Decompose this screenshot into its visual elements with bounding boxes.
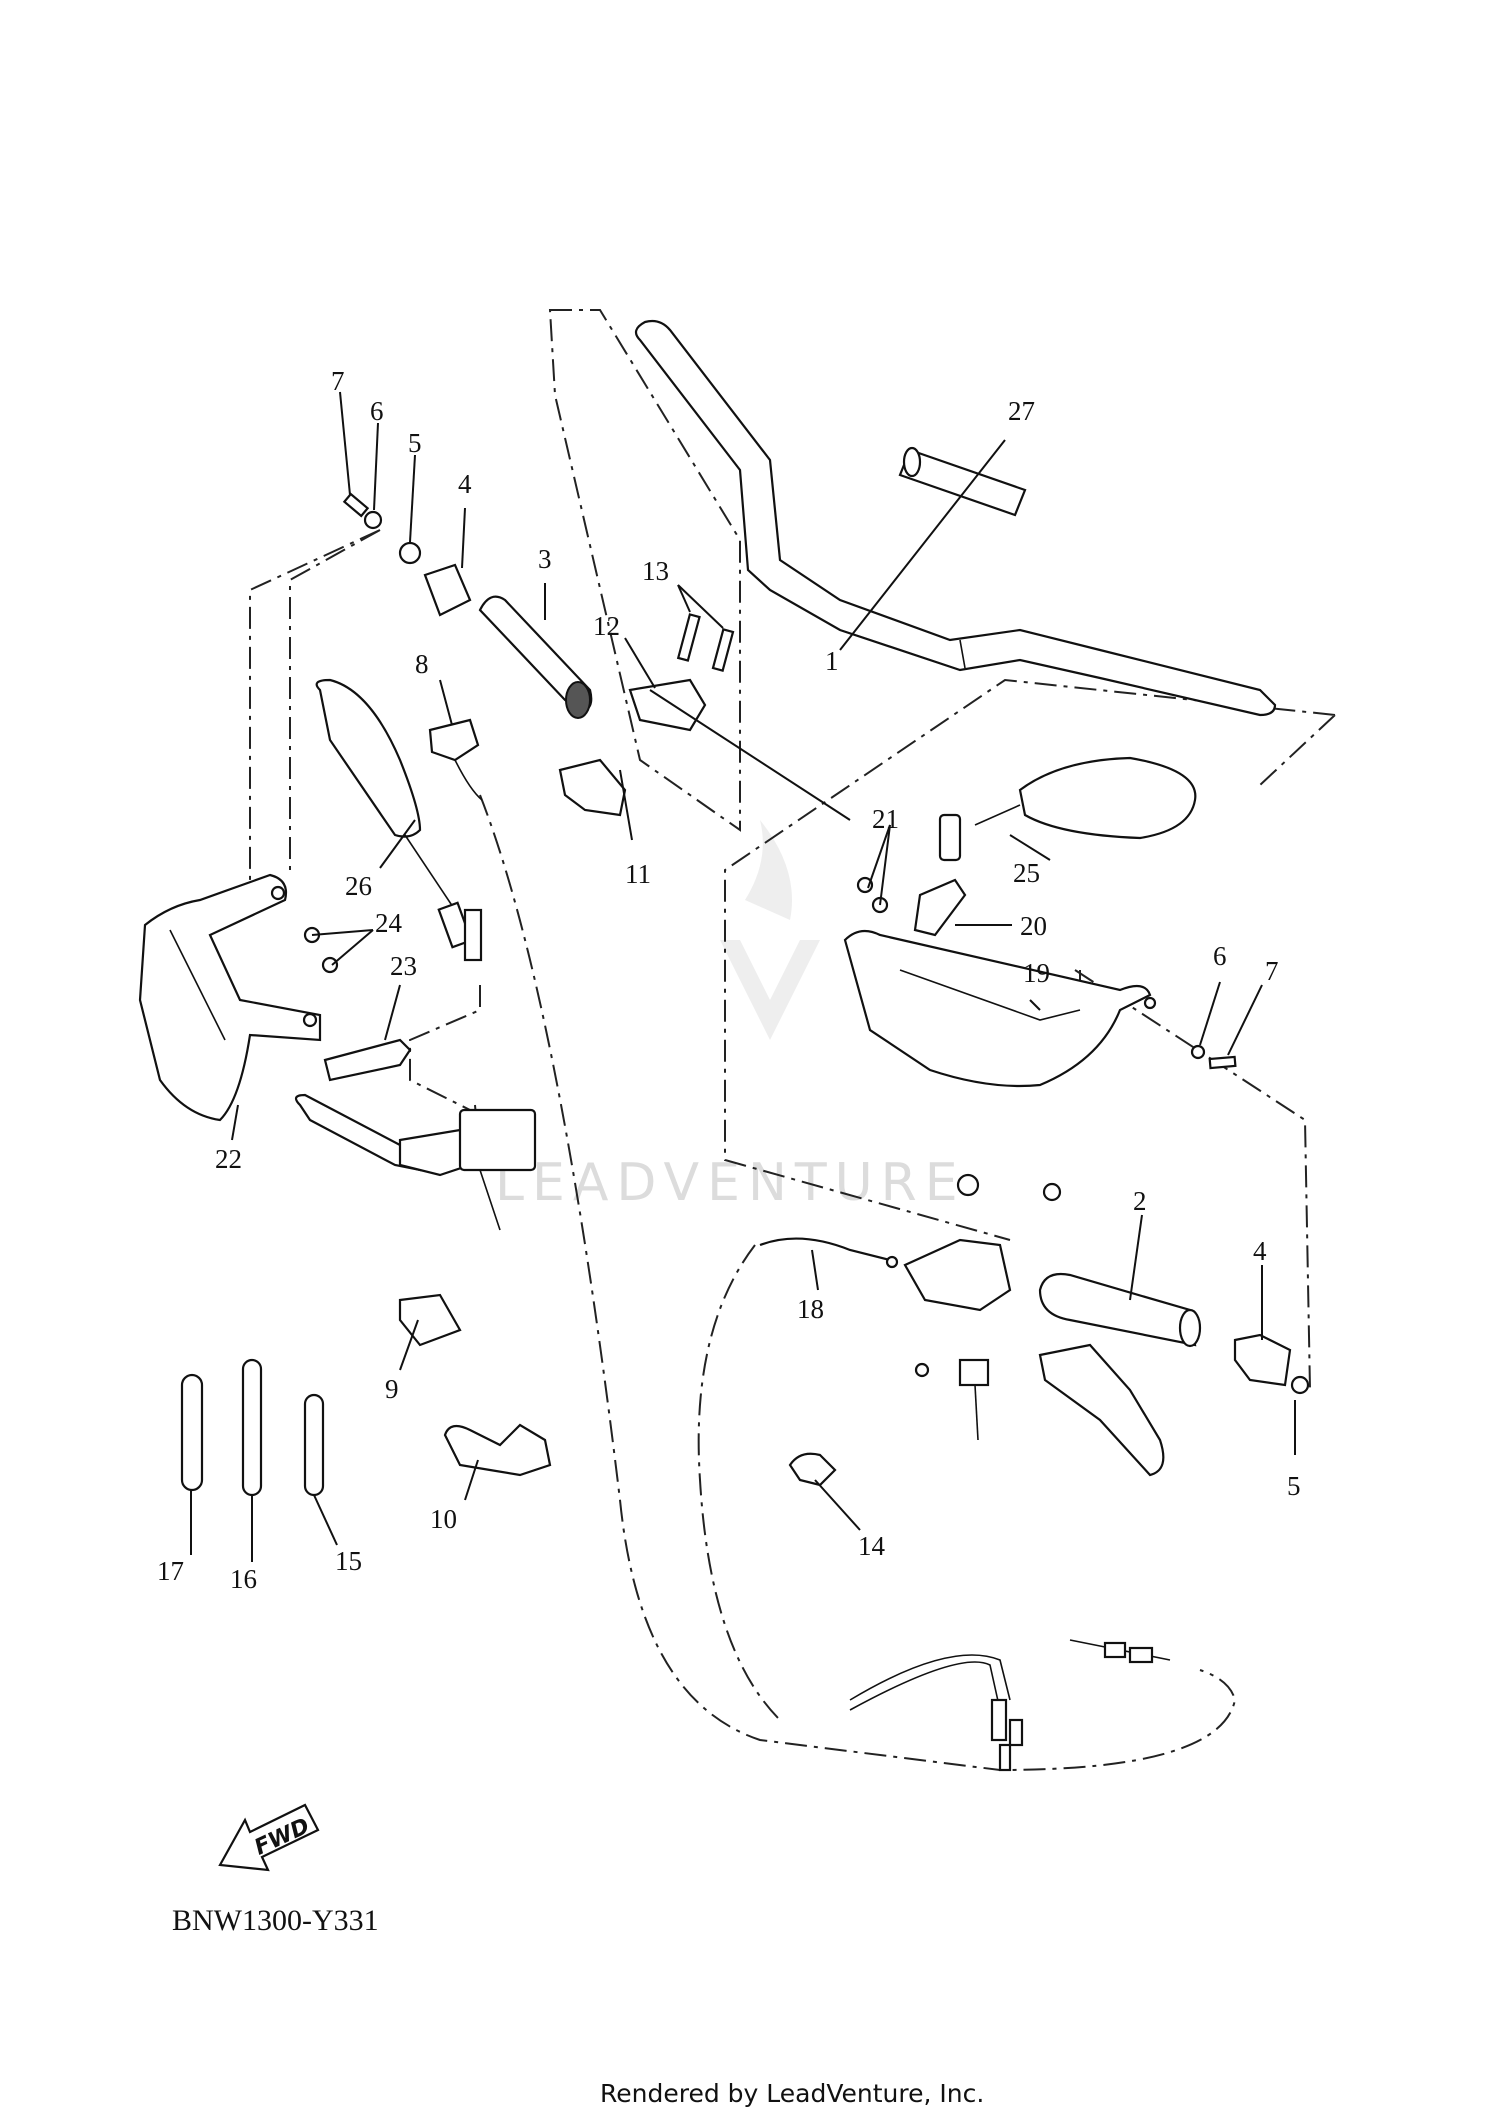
callout-23: 23 xyxy=(390,951,417,981)
cable-18 xyxy=(759,1237,899,1269)
callout-18: 18 xyxy=(797,1294,824,1324)
callout-8: 8 xyxy=(415,649,429,679)
throttle-cables xyxy=(849,1639,1171,1772)
clamp-14 xyxy=(788,1452,837,1487)
washer-5b xyxy=(1290,1375,1310,1395)
left-handguard xyxy=(138,873,322,1122)
band-15 xyxy=(303,1393,325,1497)
washer-6a xyxy=(363,510,383,530)
callout-10: 10 xyxy=(430,1504,457,1534)
bolt-7a xyxy=(342,492,370,518)
bar-end-4b xyxy=(1233,1333,1292,1387)
callout-3: 3 xyxy=(538,544,552,574)
callout-20: 20 xyxy=(1020,911,1047,941)
holder-12 xyxy=(628,678,707,732)
callout-21: 21 xyxy=(872,804,899,834)
callout-4b: 4 xyxy=(1253,1236,1267,1266)
leader-lines xyxy=(190,391,1296,1562)
callout-4a: 4 xyxy=(458,469,472,499)
right-grip-2 xyxy=(1038,1272,1197,1347)
screw-13b xyxy=(711,628,735,672)
callout-16: 16 xyxy=(230,1564,257,1594)
callouts: 1 2 3 4 4 5 5 6 6 7 7 8 9 10 11 12 13 14… xyxy=(157,366,1301,1594)
callout-7b: 7 xyxy=(1265,956,1279,986)
callout-22: 22 xyxy=(215,1144,242,1174)
left-assembly-outline xyxy=(249,529,381,880)
callout-13: 13 xyxy=(642,556,669,586)
callout-27: 27 xyxy=(1008,396,1035,426)
screw-13a xyxy=(676,613,701,662)
right-throttle-assembly xyxy=(903,1173,1310,1477)
switch-8 xyxy=(428,718,480,762)
callout-17: 17 xyxy=(157,1556,184,1586)
left-side-parts xyxy=(342,492,735,817)
right-handguard xyxy=(843,876,1237,1088)
right-mirror xyxy=(938,756,1197,862)
callout-6b: 6 xyxy=(1213,941,1227,971)
washer-5a xyxy=(398,541,422,565)
callout-11: 11 xyxy=(625,859,651,889)
footer-credit: Rendered by LeadVenture, Inc. xyxy=(600,2079,984,2108)
throttle-cable-outline xyxy=(479,794,1237,1772)
bar-end-4a xyxy=(423,563,472,617)
callout-15: 15 xyxy=(335,1546,362,1576)
bands xyxy=(180,1358,325,1497)
watermark-logo xyxy=(720,820,820,1040)
clip-9 xyxy=(398,1293,462,1347)
callout-5a: 5 xyxy=(408,428,422,458)
callout-2: 2 xyxy=(1133,1186,1147,1216)
band-17 xyxy=(180,1373,204,1492)
callout-26: 26 xyxy=(345,871,372,901)
holder-11 xyxy=(558,758,627,817)
callout-12: 12 xyxy=(593,611,620,641)
callout-1: 1 xyxy=(825,646,839,676)
callout-6a: 6 xyxy=(370,396,384,426)
callout-24: 24 xyxy=(375,908,403,938)
assembly-outlines xyxy=(249,309,1336,1772)
callout-14: 14 xyxy=(858,1531,886,1561)
clamp-10 xyxy=(443,1423,552,1477)
handlebar-outline xyxy=(548,309,741,832)
band-16 xyxy=(241,1358,263,1497)
left-bracket xyxy=(303,926,412,1082)
handlebar xyxy=(634,319,1277,717)
left-mirror xyxy=(315,678,483,962)
diagram-code: BNW1300-Y331 xyxy=(172,1904,379,1937)
handlebar-pad xyxy=(898,446,1027,517)
callout-19: 19 xyxy=(1023,958,1050,988)
callout-25: 25 xyxy=(1013,858,1040,888)
callout-5b: 5 xyxy=(1287,1471,1301,1501)
callout-9: 9 xyxy=(385,1374,399,1404)
right-assembly-outline xyxy=(724,678,1336,1391)
fwd-arrow: FWD xyxy=(218,1803,320,1872)
callout-7a: 7 xyxy=(331,366,345,396)
left-lever-assembly xyxy=(294,1093,537,1231)
